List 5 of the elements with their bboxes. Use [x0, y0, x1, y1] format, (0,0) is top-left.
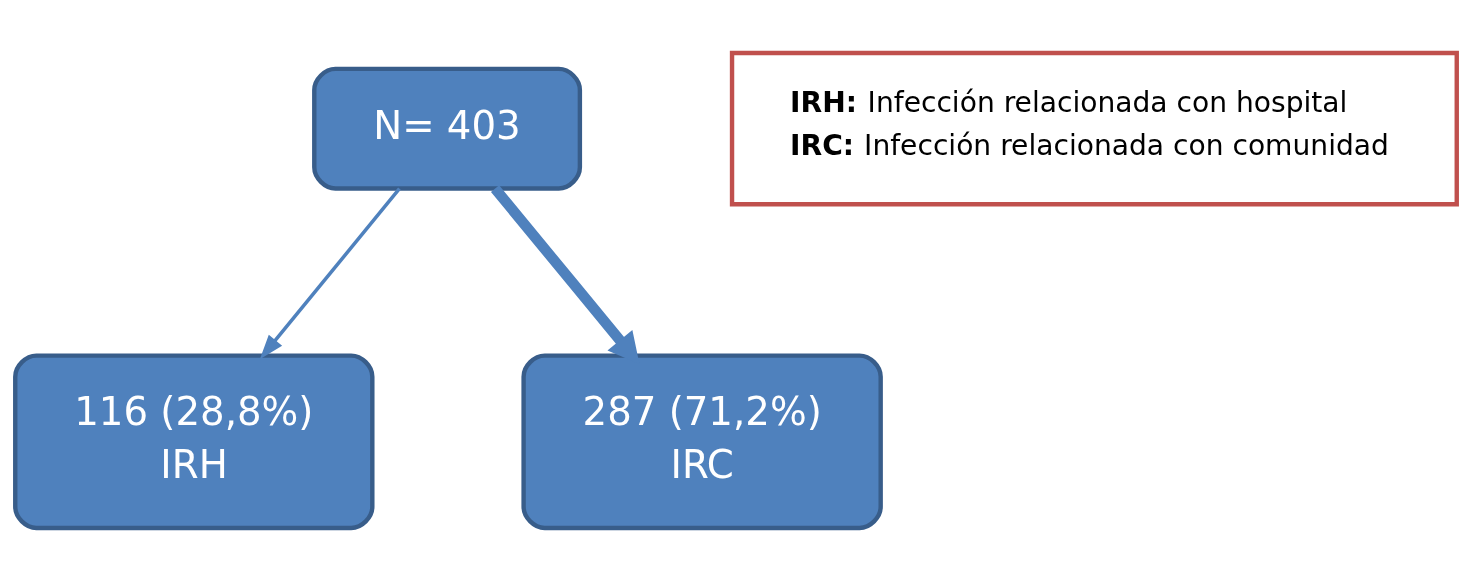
node-box: 116 (28,8%) IRH: [13, 353, 375, 531]
arrow: [259, 187, 401, 360]
node-box: IRH: Infección relacionada con hospital IRC: Infección relacionada con comunidad: [729, 50, 1459, 207]
node-box: N= 403: [312, 66, 583, 191]
node-box: 287 (71,2%) IRC: [521, 353, 883, 531]
